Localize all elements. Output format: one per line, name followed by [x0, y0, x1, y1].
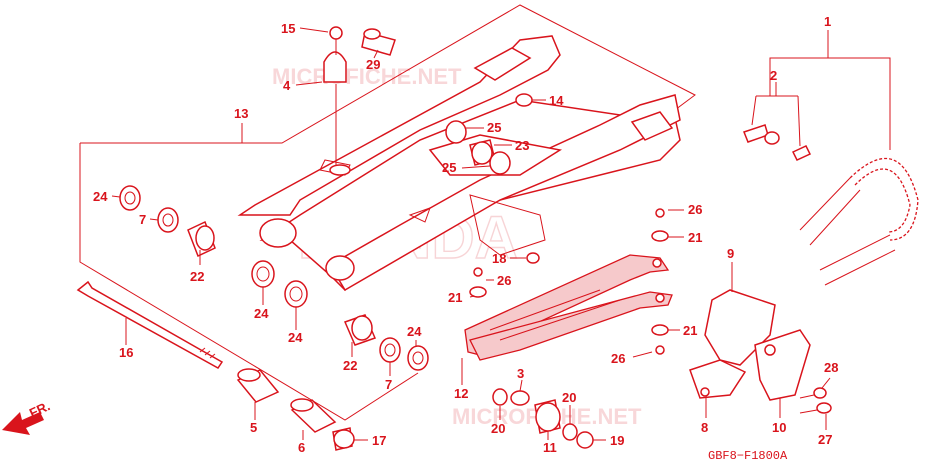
- watermark-top: MICROFICHE.NET: [272, 64, 462, 89]
- swingarm: [237, 35, 681, 292]
- callout-19: 19: [610, 433, 624, 448]
- callout-21-top: 21: [688, 230, 702, 245]
- front-direction-arrow: FR.: [2, 398, 52, 435]
- callout-9: 9: [727, 246, 734, 261]
- callout-7-right: 7: [385, 377, 392, 392]
- front-label: FR.: [27, 398, 52, 420]
- pivot-parts-right: [343, 314, 429, 371]
- callout-26-top: 26: [688, 202, 702, 217]
- callout-labels: 15 29 4 14 13 25 23 25 24 7 22 24 24 16 …: [93, 14, 838, 455]
- callout-8: 8: [701, 420, 708, 435]
- callout-24-mid: 24: [254, 306, 269, 321]
- callout-13: 13: [234, 106, 248, 121]
- figure-code: GBF8−F1800A: [708, 449, 788, 463]
- callout-22-right: 22: [343, 358, 357, 373]
- collar-29: [361, 28, 396, 56]
- callout-22-left: 22: [190, 269, 204, 284]
- callout-20-left: 20: [491, 421, 505, 436]
- callout-1: 1: [824, 14, 831, 29]
- callout-27: 27: [818, 432, 832, 447]
- callout-16: 16: [119, 345, 133, 360]
- callout-2: 2: [770, 68, 777, 83]
- callout-11: 11: [543, 440, 557, 455]
- chain-slider: [464, 254, 673, 361]
- callout-23: 23: [515, 138, 529, 153]
- callout-15: 15: [281, 21, 295, 36]
- callout-12: 12: [454, 386, 468, 401]
- drive-chain: [743, 124, 919, 286]
- pivot-shaft: [76, 280, 224, 369]
- callout-21-left: 21: [448, 290, 462, 305]
- callout-17: 17: [372, 433, 386, 448]
- collars-5-6-17: [236, 368, 355, 451]
- callout-24-left: 24: [93, 189, 108, 204]
- callout-10: 10: [772, 420, 786, 435]
- callout-25-bottom: 25: [442, 160, 456, 175]
- callout-28: 28: [824, 360, 838, 375]
- callout-18: 18: [492, 251, 506, 266]
- chain-guide: [689, 289, 832, 414]
- callout-20-right: 20: [562, 390, 576, 405]
- callout-26-right: 26: [611, 351, 625, 366]
- callout-29: 29: [366, 57, 380, 72]
- callout-24-right: 24: [407, 324, 422, 339]
- pivot-parts-left: [119, 185, 308, 308]
- roller-assembly: [492, 388, 594, 449]
- bolts-washers: [469, 208, 669, 355]
- leader-lines: [111, 27, 891, 441]
- bolt-14: [515, 93, 533, 107]
- callout-4: 4: [283, 78, 291, 93]
- callout-26-left: 26: [497, 273, 511, 288]
- callout-6: 6: [298, 440, 305, 455]
- callout-5: 5: [250, 420, 257, 435]
- bushings-25-23: [445, 120, 511, 175]
- callout-25-top: 25: [487, 120, 501, 135]
- callout-21-right: 21: [683, 323, 697, 338]
- callout-3: 3: [517, 366, 524, 381]
- callout-7-left: 7: [139, 212, 146, 227]
- callout-14: 14: [549, 93, 564, 108]
- chain-guide-clip: [323, 26, 351, 176]
- callout-24-mid2: 24: [288, 330, 303, 345]
